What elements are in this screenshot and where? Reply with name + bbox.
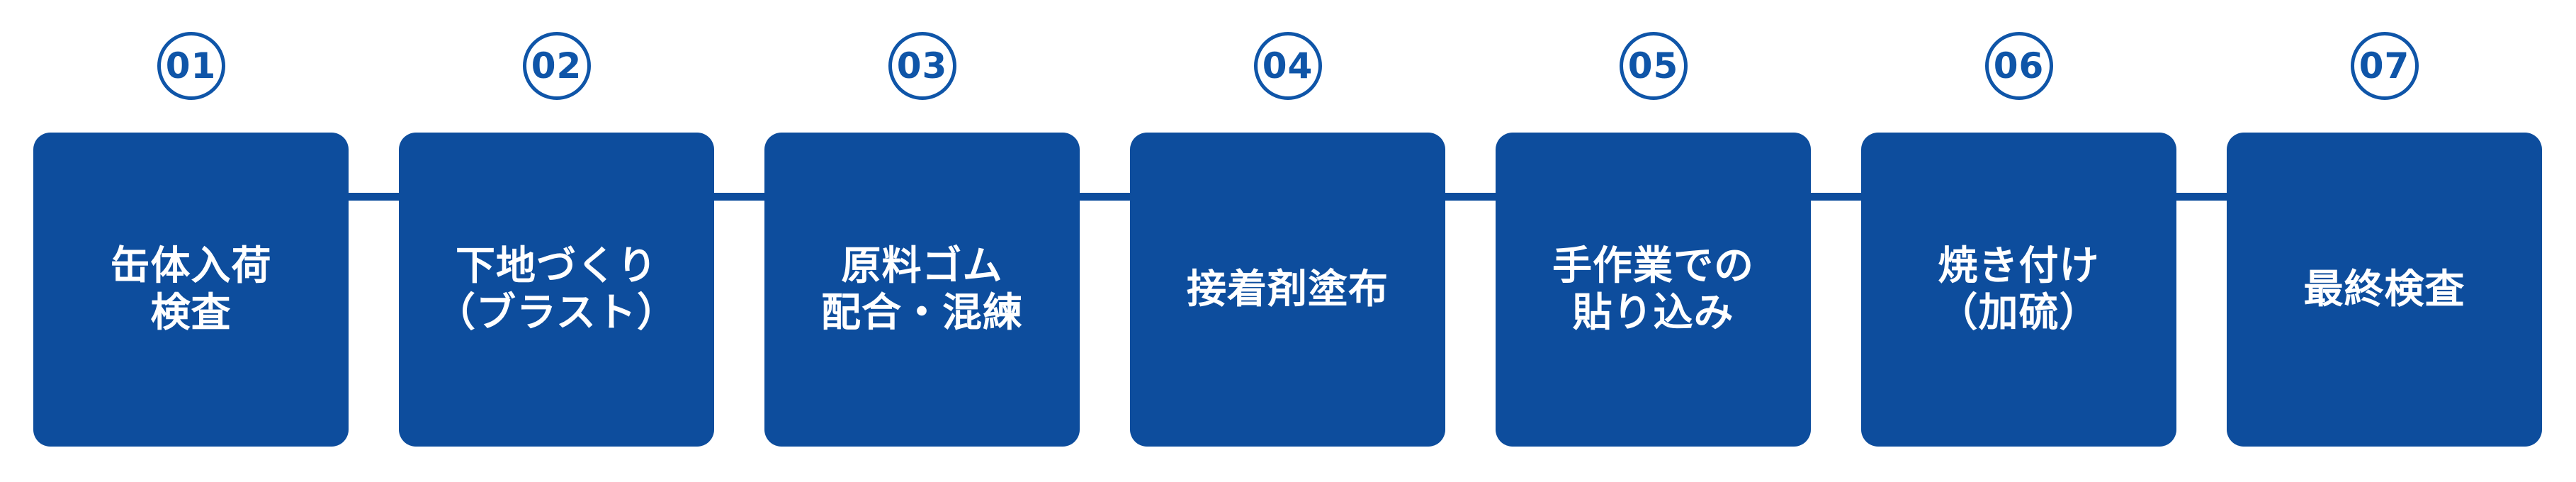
- step-number-badge: 05: [1619, 32, 1688, 100]
- step-box: 原料ゴム 配合・混練: [764, 133, 1080, 447]
- step-label: 焼き付け （加硫）: [1938, 242, 2100, 336]
- step-box: 焼き付け （加硫）: [1861, 133, 2176, 447]
- process-step-07: 07 最終検査: [2227, 0, 2542, 482]
- step-number-badge: 04: [1253, 32, 1322, 100]
- process-step-01: 01 缶体入荷 検査: [33, 0, 349, 482]
- step-label: 最終検査: [2303, 266, 2465, 313]
- step-label: 接着剤塗布: [1187, 266, 1389, 313]
- step-connector: [346, 193, 402, 201]
- step-box: 接着剤塗布: [1130, 133, 1445, 447]
- step-box: 最終検査: [2227, 133, 2542, 447]
- step-number-badge: 02: [522, 32, 591, 100]
- step-connector: [1809, 193, 1864, 201]
- step-number: 05: [1627, 45, 1679, 86]
- step-connector: [712, 193, 767, 201]
- step-label: 原料ゴム 配合・混練: [821, 242, 1023, 336]
- process-step-03: 03 原料ゴム 配合・混練: [764, 0, 1080, 482]
- step-connector: [1443, 193, 1498, 201]
- step-number-badge: 01: [157, 32, 225, 100]
- step-number: 06: [1993, 45, 2045, 86]
- step-connector: [2174, 193, 2230, 201]
- step-label: 手作業での 貼り込み: [1552, 242, 1754, 336]
- step-number-badge: 07: [2350, 32, 2419, 100]
- step-box: 手作業での 貼り込み: [1496, 133, 1811, 447]
- process-step-05: 05 手作業での 貼り込み: [1496, 0, 1811, 482]
- step-number: 01: [165, 45, 217, 86]
- step-number: 04: [1262, 45, 1314, 86]
- process-step-02: 02 下地づくり （ブラスト）: [399, 0, 714, 482]
- step-label: 下地づくり （ブラスト）: [436, 242, 677, 336]
- step-number-badge: 06: [1984, 32, 2053, 100]
- process-step-06: 06 焼き付け （加硫）: [1861, 0, 2176, 482]
- step-box: 下地づくり （ブラスト）: [399, 133, 714, 447]
- process-step-04: 04 接着剤塗布: [1130, 0, 1445, 482]
- step-number: 07: [2358, 45, 2410, 86]
- step-connector: [1078, 193, 1133, 201]
- step-box: 缶体入荷 検査: [33, 133, 349, 447]
- step-number-badge: 03: [888, 32, 956, 100]
- step-number: 02: [531, 45, 582, 86]
- step-number: 03: [896, 45, 948, 86]
- step-label: 缶体入荷 検査: [110, 242, 272, 336]
